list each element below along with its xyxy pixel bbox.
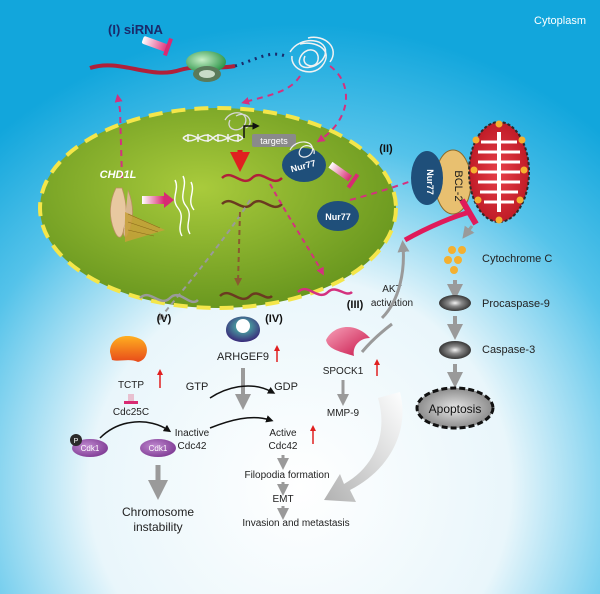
gtp-gdp-arrow	[209, 385, 276, 399]
release-arrow	[462, 225, 475, 239]
inactive-label: Inactive	[175, 428, 210, 439]
nur77-scribble-icon	[289, 141, 315, 158]
translation-arrow-1	[241, 75, 301, 105]
akt-label: AKT	[382, 284, 401, 295]
akt-arrow	[380, 240, 410, 320]
gdp-label: GDP	[274, 381, 298, 393]
apoptosis-label: Apoptosis	[429, 402, 482, 416]
procaspase-label: Procaspase-9	[482, 298, 550, 310]
cdc42-activation-arrow	[209, 415, 274, 429]
arhgef9-mrna	[219, 291, 273, 301]
akt-inhibition-arc	[403, 209, 471, 243]
nur77-label-c: Nur77	[425, 169, 435, 195]
cdc42-inactive-label: Cdc42	[178, 441, 207, 452]
nur77-top: Nur77	[282, 148, 326, 182]
caspase-label: Caspase-3	[482, 344, 535, 356]
pathway-v-arrow	[157, 199, 251, 322]
mrna-brown	[221, 199, 283, 209]
cdk1-phospho-icon: P Cdk1	[70, 434, 108, 457]
inhibition-bar	[459, 198, 479, 226]
cdc42-active-label: Cdc42	[269, 441, 298, 452]
chd1l-arrowhead	[164, 192, 174, 208]
pathway-iii-label: (III)	[347, 299, 364, 311]
invasion-big-arrow	[324, 392, 403, 502]
cdk1-dephosphorylation-arrow	[99, 421, 172, 439]
chd1l-expression-arrow	[142, 196, 164, 204]
peptide-chain	[234, 52, 286, 68]
apoptosis-icon	[415, 386, 495, 430]
emt-label: EMT	[272, 494, 293, 505]
sirna-label: (I) siRNA	[108, 22, 164, 37]
spock-to-akt	[360, 322, 393, 353]
tctp-inhibition-icon	[124, 394, 138, 404]
transcript-squiggles-icon	[174, 175, 195, 237]
cytochrome-c-icon	[444, 246, 466, 274]
cdk1-label-a: Cdk1	[81, 444, 100, 453]
translation-arrow-2	[316, 65, 347, 143]
tctp-icon	[110, 336, 147, 362]
instability-label: instability	[133, 520, 182, 534]
chd1l-label: CHD1L	[100, 169, 137, 181]
procaspase-icon	[439, 295, 471, 311]
cytochrome-label: Cytochrome C	[482, 253, 552, 265]
caspase-icon	[439, 341, 471, 359]
dna-helix-icon	[182, 134, 244, 142]
pathway-v-label: (V)	[157, 313, 172, 325]
mrna-red	[221, 173, 283, 183]
bcl2-complex: BCL-2 Nur77	[411, 149, 472, 215]
pathway-iii-arrow	[269, 183, 324, 276]
nur77-inhibitor-icon	[328, 161, 360, 189]
gtp-label: GTP	[186, 381, 209, 393]
bcl2-label: BCL-2	[452, 170, 464, 201]
nur77-bottom: Nur77	[317, 201, 359, 231]
sirna-inhibitor-icon	[141, 36, 173, 57]
nur77-label-b: Nur77	[325, 212, 351, 222]
tctp-mrna	[139, 293, 199, 304]
mmp9-label: MMP-9	[327, 408, 360, 419]
promoter-arrow-icon	[243, 122, 260, 138]
pathway-iv-label: (IV)	[265, 313, 283, 325]
cdk1-active-icon: Cdk1	[140, 439, 176, 457]
invasion-label: Invasion and metastasis	[242, 518, 349, 529]
folded-protein-icon	[289, 36, 334, 73]
chromosome-icon	[110, 187, 165, 242]
phospho-label: P	[74, 438, 79, 445]
spock1-mrna	[297, 287, 353, 297]
targets-box	[252, 134, 296, 147]
spock1-icon	[326, 326, 370, 356]
chromosome-label: Chromosome	[122, 505, 194, 519]
cdc25c-label: Cdc25C	[113, 407, 149, 418]
pathway-iv-arrow	[234, 211, 243, 286]
targets-label: targets	[260, 136, 288, 146]
tctp-label: TCTP	[118, 380, 144, 391]
cytoplasm-label: Cytoplasm	[534, 15, 586, 27]
filopodia-label: Filopodia formation	[244, 470, 329, 481]
pathway-ii-label: (II)	[379, 143, 393, 155]
export-arrow	[114, 94, 123, 179]
spock1-label: SPOCK1	[323, 366, 364, 377]
arhgef9-label: ARHGEF9	[217, 351, 269, 363]
mitochondrion-icon	[468, 120, 530, 224]
ribosome-icon	[186, 51, 226, 82]
arhgef9-icon	[226, 316, 260, 342]
active-label: Active	[269, 428, 297, 439]
cdk1-label-b: Cdk1	[149, 444, 168, 453]
